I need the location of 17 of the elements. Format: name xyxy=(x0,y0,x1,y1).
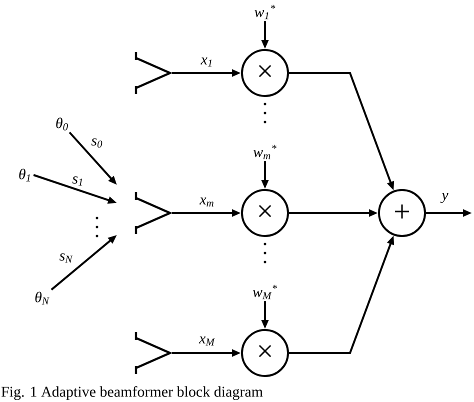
weight-label: w$_{M}$* xyxy=(252,284,277,300)
antenna-symbol xyxy=(134,50,173,96)
edge-label: x$_{1}$ xyxy=(200,57,212,67)
angle-label: θ$_{0}$ xyxy=(56,118,68,130)
edge-label: s$_{1}$ xyxy=(72,176,82,186)
angle-label: θ$_{N}$ xyxy=(35,292,50,304)
antenna-symbol xyxy=(134,190,173,236)
weight-label: w$_{1}$* xyxy=(254,4,276,20)
angle-label: θ$_{1}$ xyxy=(19,168,30,182)
antenna-symbol xyxy=(134,330,173,376)
edge-label: s$_{N}$ xyxy=(60,253,73,263)
weight-label: w$_{m}$* xyxy=(253,144,276,160)
edge-label: x$_{M}$ xyxy=(198,336,215,346)
edge-label: y xyxy=(440,192,448,204)
edge-label: x$_{m}$ xyxy=(199,197,214,207)
caption: Fig. 1 Adaptive beamformer block diagram xyxy=(1,386,263,400)
edge-label: s$_{0}$ xyxy=(91,138,102,148)
